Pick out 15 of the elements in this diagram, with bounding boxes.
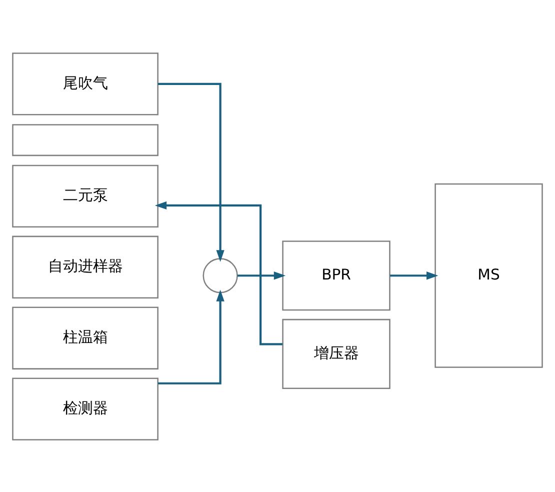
arrow [154, 200, 282, 345]
node-box: 二元泵 [12, 164, 158, 228]
node-box: 自动进样器 [12, 235, 158, 298]
node-box: BPR [282, 240, 390, 310]
arrow [158, 82, 224, 262]
node-box: 检测器 [12, 377, 158, 440]
node-circle [202, 258, 238, 293]
node-box [12, 124, 158, 156]
node-box: MS [434, 182, 543, 368]
node-box: 尾吹气 [12, 52, 158, 115]
node-box: 增压器 [282, 318, 390, 389]
arrow [237, 271, 286, 280]
node-box: 柱温箱 [12, 306, 158, 369]
arrow [390, 271, 438, 280]
arrow [158, 289, 224, 384]
